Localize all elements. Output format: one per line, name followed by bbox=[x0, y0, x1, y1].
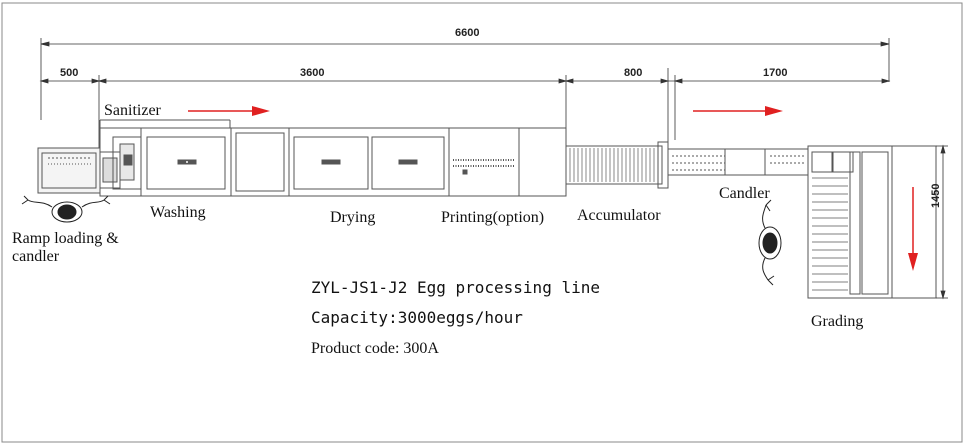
accumulator-unit bbox=[565, 141, 669, 189]
operator-figure-ramp bbox=[21, 195, 111, 223]
candler-conveyor bbox=[667, 148, 809, 176]
dimension-main-label: 3600 bbox=[300, 67, 325, 79]
dimension-total-label: 6600 bbox=[455, 27, 480, 39]
ramp-loading-machine bbox=[37, 147, 121, 194]
label-ramp-line2: candler bbox=[12, 248, 60, 265]
label-accumulator: Accumulator bbox=[577, 207, 661, 224]
dimension-ramp-label: 500 bbox=[60, 67, 79, 79]
capacity-text: Capacity:3000eggs/hour bbox=[311, 308, 523, 327]
label-ramp-line1: Ramp loading & bbox=[12, 230, 119, 247]
dimension-accumulator-label: 800 bbox=[624, 67, 643, 79]
dimension-height-label: 1450 bbox=[930, 183, 942, 208]
product-code-text: Product code: 300A bbox=[311, 340, 439, 357]
label-washing: Washing bbox=[150, 204, 206, 221]
flow-arrow-washing bbox=[188, 106, 270, 116]
label-grading: Grading bbox=[811, 313, 864, 330]
printing-unit bbox=[448, 127, 567, 197]
dimension-line-total bbox=[40, 38, 890, 120]
flow-arrow-candler bbox=[693, 106, 783, 116]
main-processing-frame bbox=[99, 119, 567, 197]
washing-unit bbox=[140, 127, 232, 197]
drying-unit bbox=[288, 127, 450, 197]
intermediate-unit bbox=[230, 127, 290, 197]
grading-machine bbox=[807, 145, 937, 299]
operator-figure-candler bbox=[758, 199, 782, 286]
flow-arrow-grading bbox=[908, 187, 918, 271]
model-title: ZYL-JS1-J2 Egg processing line bbox=[311, 278, 600, 297]
label-printing: Printing(option) bbox=[441, 209, 545, 226]
label-sanitizer: Sanitizer bbox=[104, 102, 161, 119]
dimension-line-segments bbox=[39, 68, 891, 150]
label-drying: Drying bbox=[330, 209, 376, 226]
dimension-line-height bbox=[936, 144, 948, 300]
dimension-candler-grading-label: 1700 bbox=[763, 67, 788, 79]
label-candler: Candler bbox=[719, 185, 770, 202]
